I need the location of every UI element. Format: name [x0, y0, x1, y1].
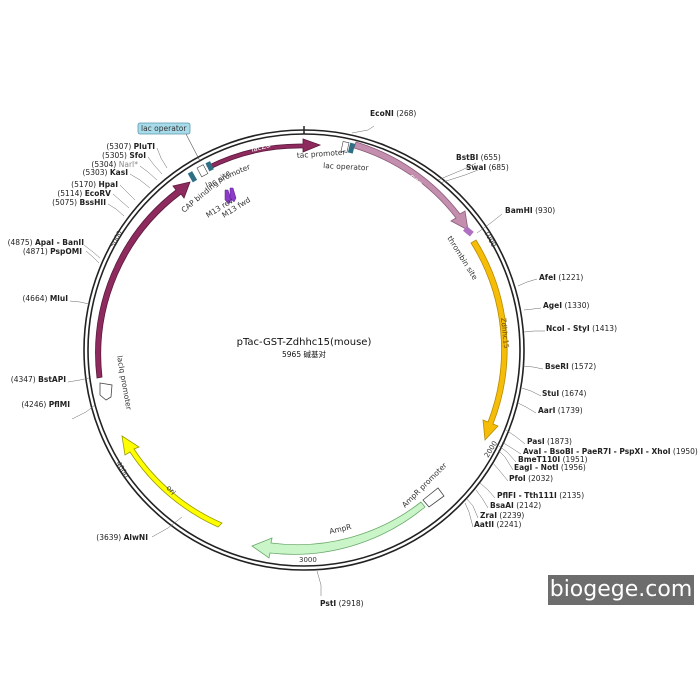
site-bseri: BseRI (1572): [545, 362, 596, 371]
site-econi: EcoNI (268): [370, 109, 416, 118]
plasmid-size: 5965 碱基对: [282, 349, 326, 359]
plasmid-name: pTac-GST-Zdhhc15(mouse): [237, 337, 372, 348]
site-pspomi: (4871) PspOMI: [23, 247, 82, 256]
site-ncoi-styi: NcoI - StyI (1413): [546, 324, 617, 333]
site-aari: AarI (1739): [538, 406, 583, 415]
tick-label-3000: 3000: [299, 556, 317, 564]
site-stui: StuI (1674): [542, 389, 587, 398]
site-bmet110i: BmeT110I (1951): [518, 455, 588, 464]
site-pflmi: (4246) PflMI: [21, 400, 70, 409]
tick-label-4000: 4000: [114, 460, 130, 479]
watermark: biogege.com: [548, 575, 694, 605]
site-bstbi: BstBI (655): [456, 153, 501, 162]
feature-arrow-zdhhc15: [470, 239, 508, 441]
tac-promoter-marker: [340, 141, 350, 153]
feature-label-lacIq-promoter: lacIq promoter: [115, 355, 134, 412]
feature-arrow-gst: [353, 141, 469, 231]
feature-arrow-lacI: [95, 181, 191, 379]
feature-arrow-lacIq-promoter: [99, 382, 113, 401]
site-eagi-noti: EagI - NotI (1956): [514, 463, 586, 472]
site-agei: AgeI (1330): [543, 301, 589, 310]
tick-label-1000: 1000: [482, 229, 497, 248]
feature-arrow-ampr-promoter: [422, 487, 445, 508]
site-swai: SwaI (685): [466, 163, 509, 172]
site-pluti: (5307) PluTI: [106, 142, 155, 151]
site-pfoi: PfoI (2032): [509, 474, 553, 483]
site-psti: PstI (2918): [320, 599, 364, 608]
tac-promoter-label: tac promoter: [297, 148, 347, 160]
cap-site-marker: [205, 161, 214, 172]
thrombin-site-marker: [463, 226, 474, 237]
site-kasi: (5303) KasI: [83, 168, 129, 177]
lac-operator-tag-leader: [185, 133, 201, 162]
m13-fwd-arrow: [229, 187, 237, 203]
site-pasi: PasI (1873): [527, 437, 572, 446]
site-leaders: [67, 125, 545, 596]
site-hpai: (5170) HpaI: [71, 180, 118, 189]
site-bsshii: (5075) BssHII: [52, 198, 106, 207]
feature-arrow-lacZa: [206, 138, 322, 170]
lac-promoter-marker: [196, 164, 209, 178]
site-nari: (5304) NarI*: [91, 160, 138, 169]
lac-operator-tag-box: [137, 122, 191, 135]
site-aatii: AatII (2241): [474, 520, 521, 529]
site-sfoi: (5305) SfoI: [102, 151, 146, 160]
site-xhoi-group: AvaI - BsoBI - PaeR7I - PspXI - XhoI (19…: [523, 447, 698, 456]
feature-label-ampr: AmpR: [328, 522, 352, 536]
site-mlui: (4664) MluI: [22, 294, 68, 303]
site-bamhi: BamHI (930): [505, 206, 555, 215]
feature-arrow-ori: [121, 435, 223, 528]
site-bsaai: BsaAI (2142): [490, 501, 541, 510]
feature-label-zdhhc15: Zdhhc15: [499, 317, 510, 349]
lac-operator-marker-left: [187, 171, 198, 183]
m13-rev-arrow: [224, 189, 232, 205]
site-apai-banii: (4875) ApaI - BanII: [8, 238, 85, 247]
feature-label-lacI: lacI: [108, 255, 118, 269]
site-afei: AfeI (1221): [539, 273, 583, 282]
feature-arrow-ampr: [251, 501, 426, 559]
lac-operator-tag-label: lac operator: [141, 124, 187, 133]
site-ecorv: (5114) EcoRV: [57, 189, 111, 198]
site-zrai: ZraI (2239): [480, 511, 524, 520]
site-bstapi: (4347) BstAPI: [11, 375, 66, 384]
lac-operator-marker-right: [347, 142, 356, 154]
lac-operator-right-label: lac operator: [323, 161, 370, 172]
site-alwni: (3639) AlwNI: [96, 533, 148, 542]
tick-label-5000: 5000: [109, 229, 124, 248]
site-pflfi-tth111i: PflFI - Tth111I (2135): [497, 491, 584, 500]
